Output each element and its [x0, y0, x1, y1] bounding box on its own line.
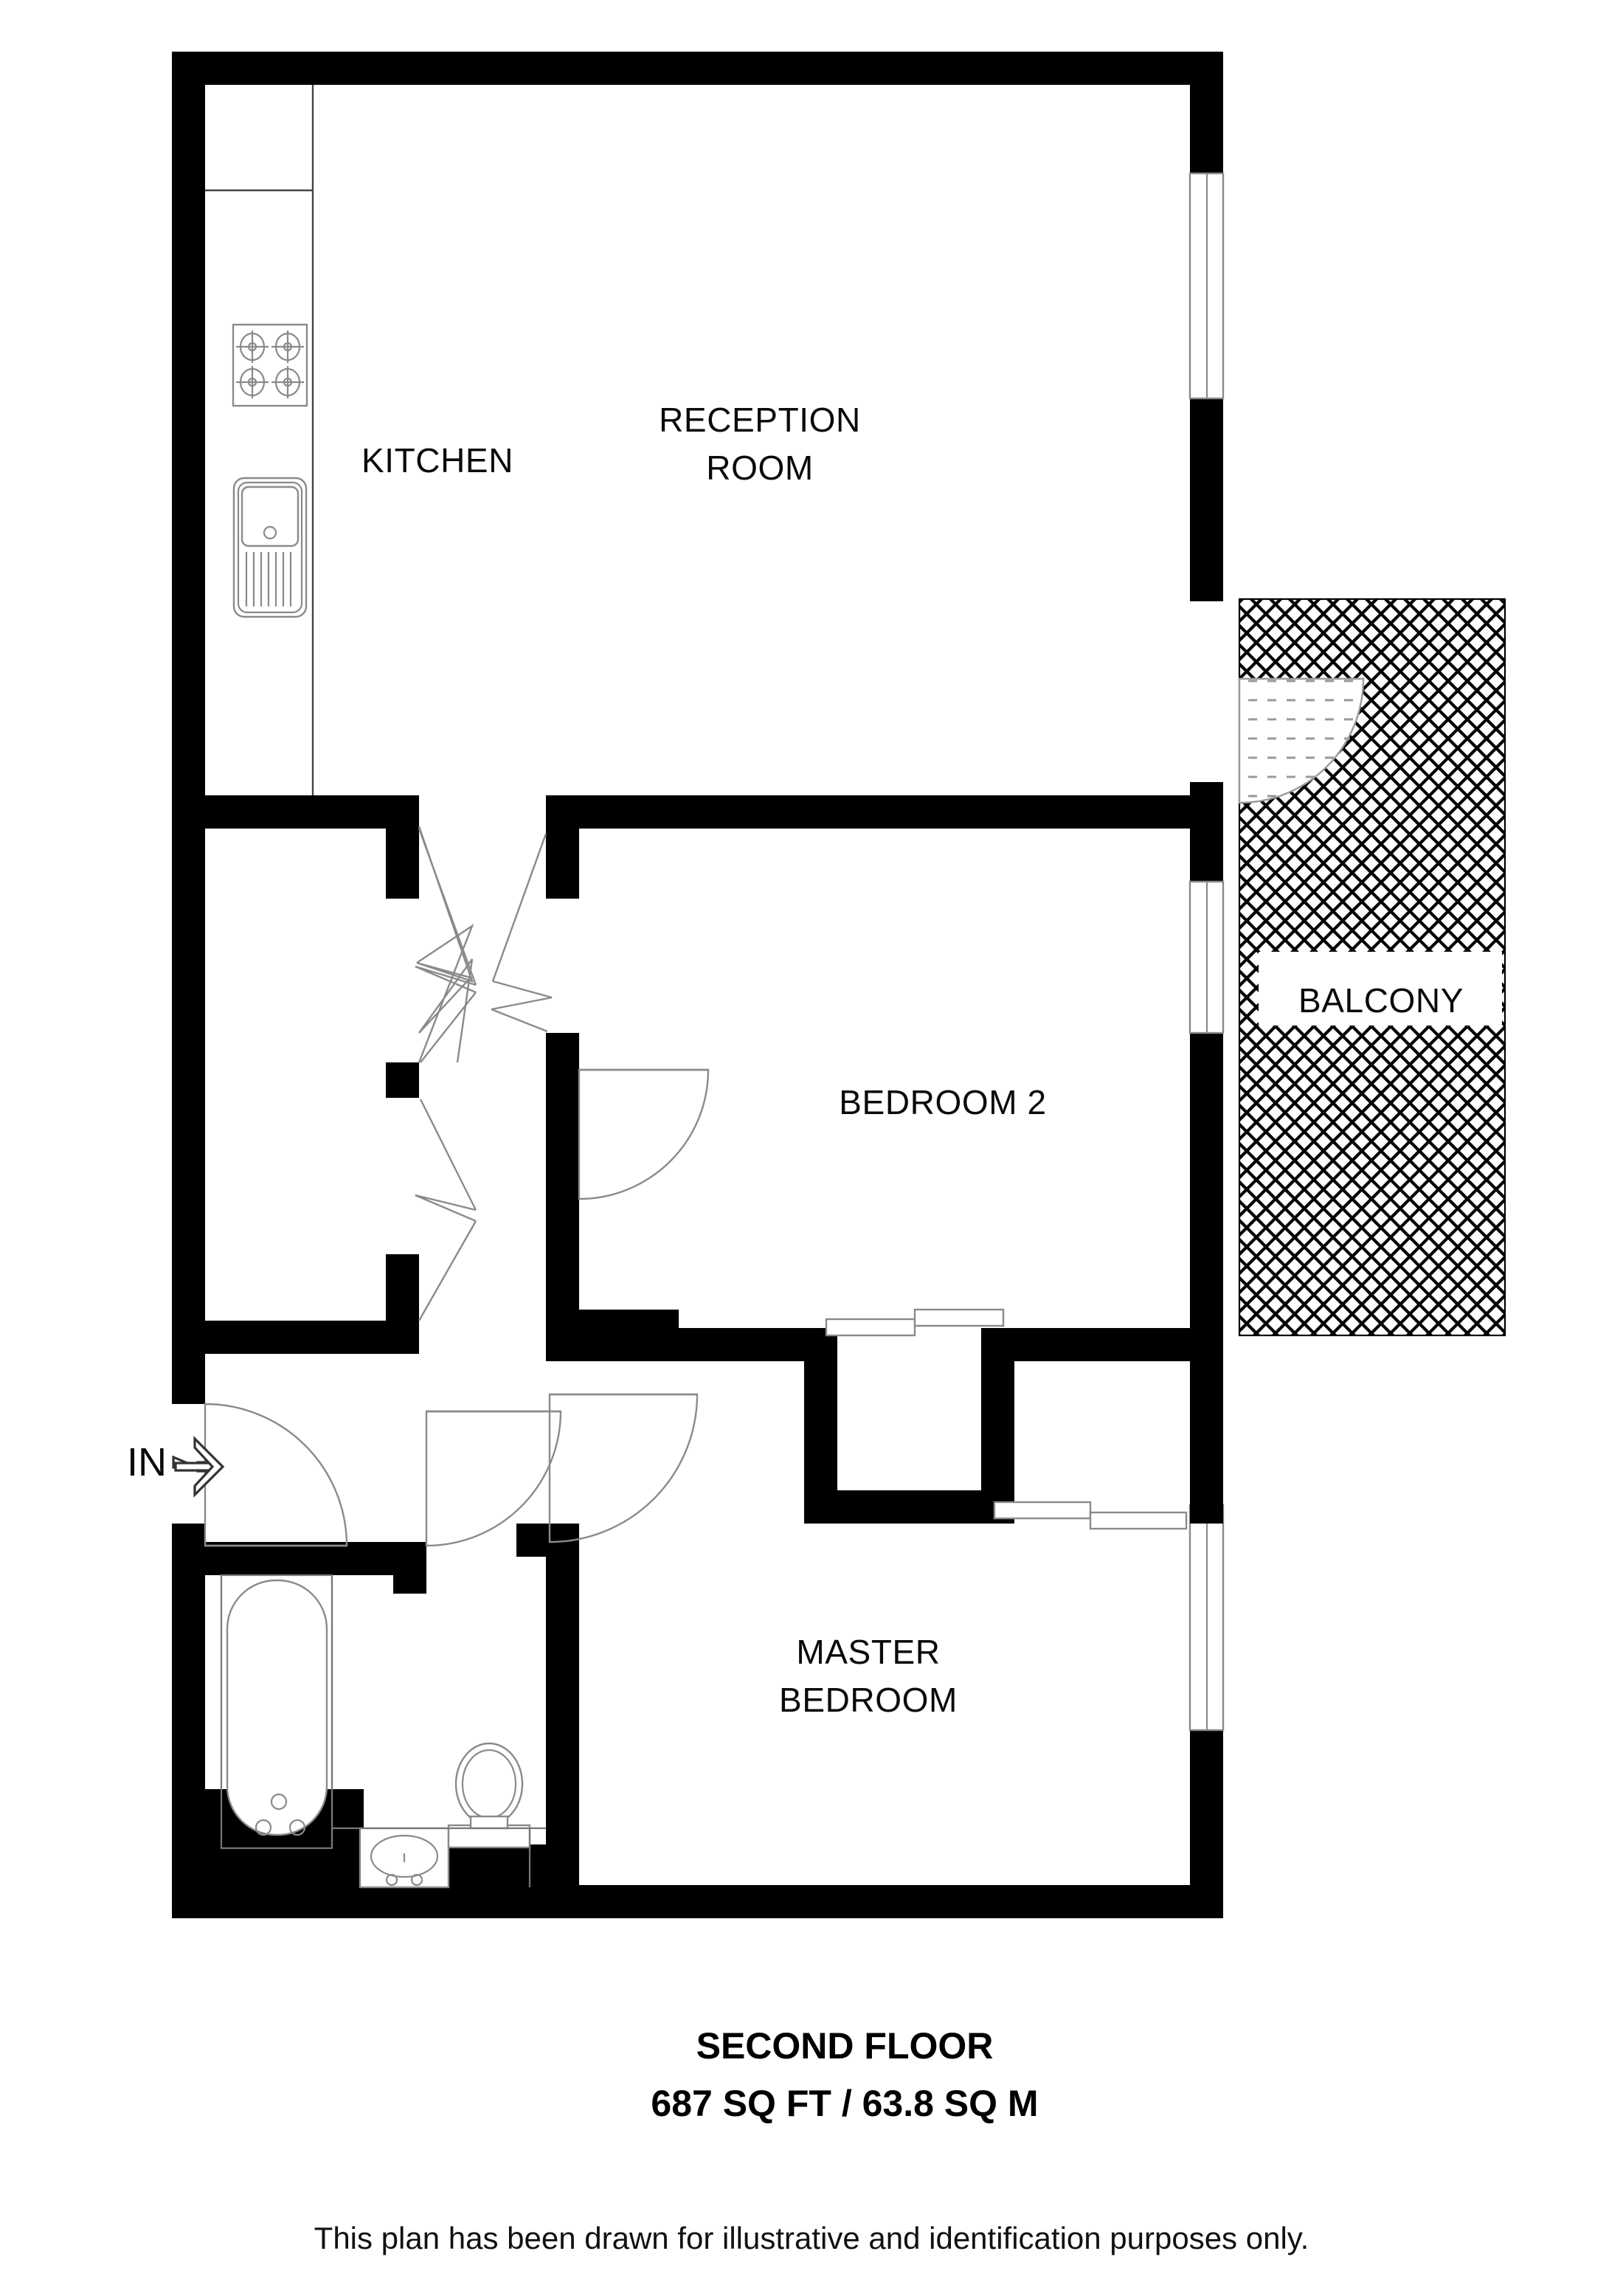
closet-sliding-door-2[interactable]	[993, 1501, 1188, 1530]
room-label-reception-line1: RECEPTION	[659, 401, 861, 439]
entrance-label: IN	[127, 1440, 167, 1484]
bathroom-fixtures	[220, 1574, 546, 1889]
balcony-door-swing[interactable]	[1238, 677, 1365, 804]
room-label-master-line1: MASTER	[796, 1633, 940, 1671]
bedroom-2-door-swing[interactable]	[578, 1068, 710, 1200]
kitchen-units	[205, 85, 314, 797]
bathtub-icon	[226, 1579, 328, 1836]
room-label-master-line2: BEDROOM	[779, 1681, 958, 1719]
room-label-balcony: BALCONY	[1298, 981, 1464, 1020]
kitchen-sink-icon	[232, 477, 308, 618]
bedroom-2-window	[1188, 880, 1225, 1034]
master-bedroom-window	[1188, 1504, 1225, 1732]
master-bedroom-door-swing[interactable]	[548, 1393, 699, 1543]
reception-room-window	[1188, 172, 1225, 400]
room-labels: KITCHEN RECEPTION ROOM BEDROOM 2 MASTER …	[361, 401, 1046, 1719]
windows	[1188, 172, 1225, 1732]
room-label-reception-line2: ROOM	[706, 449, 814, 487]
room-label-kitchen: KITCHEN	[361, 441, 513, 480]
entrance-door-swing[interactable]	[204, 1403, 348, 1547]
balcony-area: BALCONY	[1238, 598, 1506, 1337]
kitchen-hob-icon	[232, 323, 308, 407]
cupboard-bifold-doors[interactable]	[415, 826, 553, 1321]
entrance-marker: IN	[127, 1436, 225, 1498]
wash-basin-icon	[359, 1827, 450, 1889]
bathroom-door-swing[interactable]	[425, 1410, 562, 1547]
right-arrow-outline-icon	[172, 1436, 225, 1498]
closet-sliding-door-1[interactable]	[825, 1308, 1005, 1337]
doors	[204, 826, 1188, 1547]
internal-walls	[172, 795, 1223, 1918]
room-label-bedroom-2: BEDROOM 2	[839, 1083, 1046, 1121]
